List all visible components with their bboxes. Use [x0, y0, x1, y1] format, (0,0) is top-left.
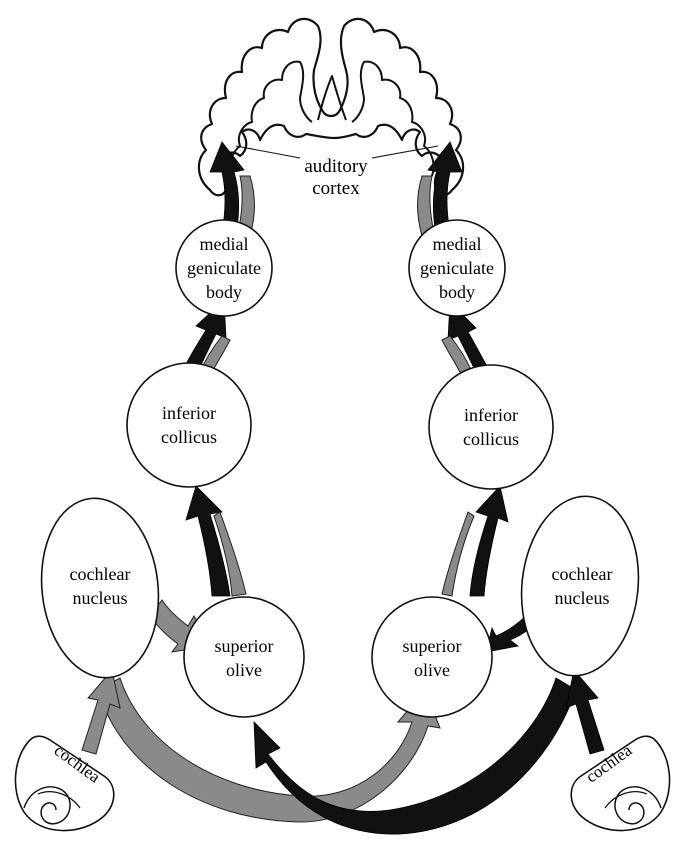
left-cochlea-spiral	[23, 786, 71, 825]
right-ic-label-line2: collicus	[463, 429, 519, 449]
right-mgb-circle	[408, 219, 506, 317]
right-cochlear-nucleus: cochlear nucleus	[520, 495, 640, 677]
right-mgb-label-line2: geniculate	[420, 258, 494, 278]
cortex-inner-fold-right	[351, 60, 435, 177]
right-cochlea-spiral	[614, 786, 662, 825]
arrow-right-cochlea-to-cn	[565, 669, 605, 755]
arrow-right-mgb-to-cortex-lateral	[417, 175, 435, 237]
left-so-label-line2: olive	[226, 660, 262, 680]
arrow-right-ic-to-mgb	[447, 301, 489, 373]
cortex-pointer-left	[235, 145, 301, 159]
right-cn-ellipse	[520, 495, 640, 677]
left-mgb-circle	[175, 219, 273, 317]
left-medial-geniculate-body: medial geniculate body	[175, 219, 273, 317]
right-mgb-label-line1: medial	[433, 234, 482, 254]
arrow-right-so-to-ic-lateral	[441, 511, 475, 597]
right-so-label-line1: superior	[403, 636, 462, 656]
arrow-left-mgb-to-cortex-lateral	[237, 175, 255, 237]
right-so-circle	[371, 596, 493, 718]
right-cn-label-line2: nucleus	[555, 588, 610, 608]
left-ic-label-line2: collicus	[161, 427, 217, 447]
arrow-right-ic-to-mgb-lateral	[441, 335, 473, 377]
arrow-left-so-to-ic-lateral	[213, 511, 247, 597]
right-cochlea-body	[570, 735, 671, 832]
arrow-right-so-to-ic	[469, 485, 509, 597]
right-cochlea: cochlea	[570, 735, 671, 832]
left-ic-circle	[126, 362, 252, 488]
cortex-inner-fold-left	[229, 60, 313, 177]
auditory-cortex-outline	[197, 17, 465, 197]
right-so-label-line2: olive	[414, 660, 450, 680]
left-so-label-line1: superior	[215, 636, 274, 656]
right-superior-olive: superior olive	[371, 596, 493, 718]
arrow-left-mgb-to-cortex	[209, 141, 245, 235]
cortex-outer-contour	[197, 17, 465, 197]
right-inferior-colliculus: inferior collicus	[428, 364, 554, 490]
left-ic-label-line1: inferior	[162, 403, 216, 423]
arrow-right-mgb-to-cortex	[427, 141, 463, 235]
right-mgb-label-line3: body	[439, 282, 475, 302]
arrow-left-ic-to-mgb	[183, 299, 227, 373]
pathway-arrows	[81, 141, 605, 835]
cortex-pointer-right	[371, 145, 439, 159]
right-medial-geniculate-body: medial geniculate body	[408, 219, 506, 317]
arrow-left-cn-to-right-so	[97, 677, 441, 823]
right-cochlea-spiral-outer	[604, 791, 648, 809]
left-cochlea: cochlea	[14, 735, 115, 832]
left-cochlear-nucleus: cochlear nucleus	[40, 497, 160, 679]
left-mgb-label-line3: body	[206, 282, 242, 302]
left-mgb-label-line2: geniculate	[187, 258, 261, 278]
left-cn-label-line2: nucleus	[73, 588, 128, 608]
left-superior-olive: superior olive	[183, 596, 305, 718]
left-mgb-label-line1: medial	[200, 234, 249, 254]
right-ic-label-line1: inferior	[464, 405, 518, 425]
cortex-label-line2: cortex	[312, 178, 360, 199]
left-cochlea-body	[14, 735, 115, 832]
cortex-label-line1: auditory	[304, 156, 368, 177]
cortex-midline	[317, 75, 347, 121]
left-inferior-colliculus: inferior collicus	[126, 362, 252, 488]
arrow-left-so-to-ic	[185, 485, 231, 597]
left-cochlea-spiral-outer	[37, 791, 81, 809]
arrow-right-cn-to-left-so	[253, 677, 577, 835]
right-cn-label-line1: cochlear	[552, 564, 613, 584]
left-cn-ellipse	[40, 497, 160, 679]
arrow-left-cochlea-to-cn	[81, 668, 121, 755]
left-cn-label-line1: cochlear	[70, 564, 131, 584]
left-so-circle	[183, 596, 305, 718]
right-ic-circle	[428, 364, 554, 490]
